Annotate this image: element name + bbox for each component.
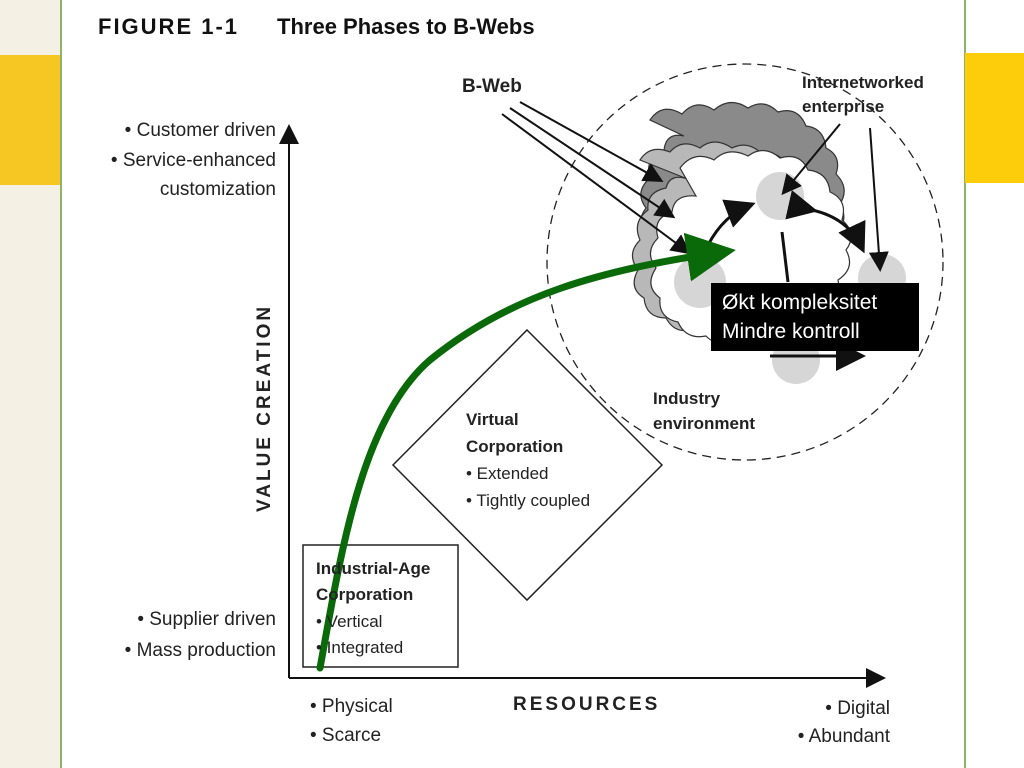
- industrial-age-title-1: Industrial-Age: [316, 559, 431, 578]
- y-axis-title: VALUE CREATION: [254, 303, 275, 512]
- virtual-corp-title-2: Corporation: [466, 437, 564, 456]
- node-top: [756, 172, 804, 220]
- industrial-age-title-2: Corporation: [316, 585, 414, 604]
- decorative-left-strip: [0, 0, 60, 768]
- virtual-corp-title-1: Virtual: [466, 410, 519, 429]
- x-axis-title: RESOURCES: [513, 694, 661, 715]
- virtual-corp-bullet-1: • Extended: [466, 464, 549, 483]
- industry-label-1: Industry: [653, 389, 721, 408]
- figure-caption: Three Phases to B-Webs: [277, 14, 535, 39]
- figure-number: FIGURE 1-1: [98, 14, 240, 39]
- callout-line-1: Økt kompleksitet: [722, 291, 878, 314]
- x-low-label-1: • Physical: [310, 696, 393, 717]
- x-high-label-1: • Digital: [825, 698, 890, 719]
- internetworked-label-1: Internetworked: [802, 73, 924, 92]
- complexity-callout: Økt kompleksitet Mindre kontroll: [711, 283, 919, 351]
- decorative-yellow-block: [965, 53, 1024, 183]
- x-low-label-2: • Scarce: [310, 725, 382, 746]
- bweb-arrow-3: [501, 113, 692, 255]
- decorative-yellow-band: [0, 55, 60, 185]
- y-high-label-2: • Service-enhanced: [110, 150, 276, 171]
- virtual-corp-bullet-2: • Tightly coupled: [466, 491, 591, 510]
- arrow-top-to-right: [785, 190, 866, 254]
- y-low-label-2: • Mass production: [124, 640, 276, 661]
- internetworked-label-2: enterprise: [802, 97, 885, 116]
- growth-trajectory: [316, 232, 736, 672]
- industry-environment-circle: [546, 63, 944, 461]
- industrial-age-bullet-1: • Vertical: [316, 612, 383, 631]
- link-top-down: [780, 231, 790, 283]
- enterprise-arrow-1: [781, 123, 841, 196]
- industry-label-2: environment: [653, 414, 756, 433]
- enterprise-arrow-2: [868, 127, 889, 272]
- y-low-label-1: • Supplier driven: [137, 609, 276, 630]
- figure-title: FIGURE 1-1 Three Phases to B-Webs: [98, 14, 535, 40]
- y-high-label-3: customization: [159, 179, 276, 200]
- bweb-arrow-1: [519, 101, 664, 182]
- callout-line-2: Mindre kontroll: [722, 320, 860, 343]
- bweb-label: B-Web: [462, 76, 522, 97]
- x-high-label-2: • Abundant: [797, 726, 890, 747]
- right-divider: [964, 0, 966, 768]
- bweb-arrow-2: [509, 107, 676, 219]
- left-divider: [60, 0, 62, 768]
- industrial-age-bullet-2: • Integrated: [316, 638, 404, 657]
- virtual-corporation-diamond: [391, 328, 664, 602]
- y-high-label-1: • Customer driven: [124, 120, 276, 141]
